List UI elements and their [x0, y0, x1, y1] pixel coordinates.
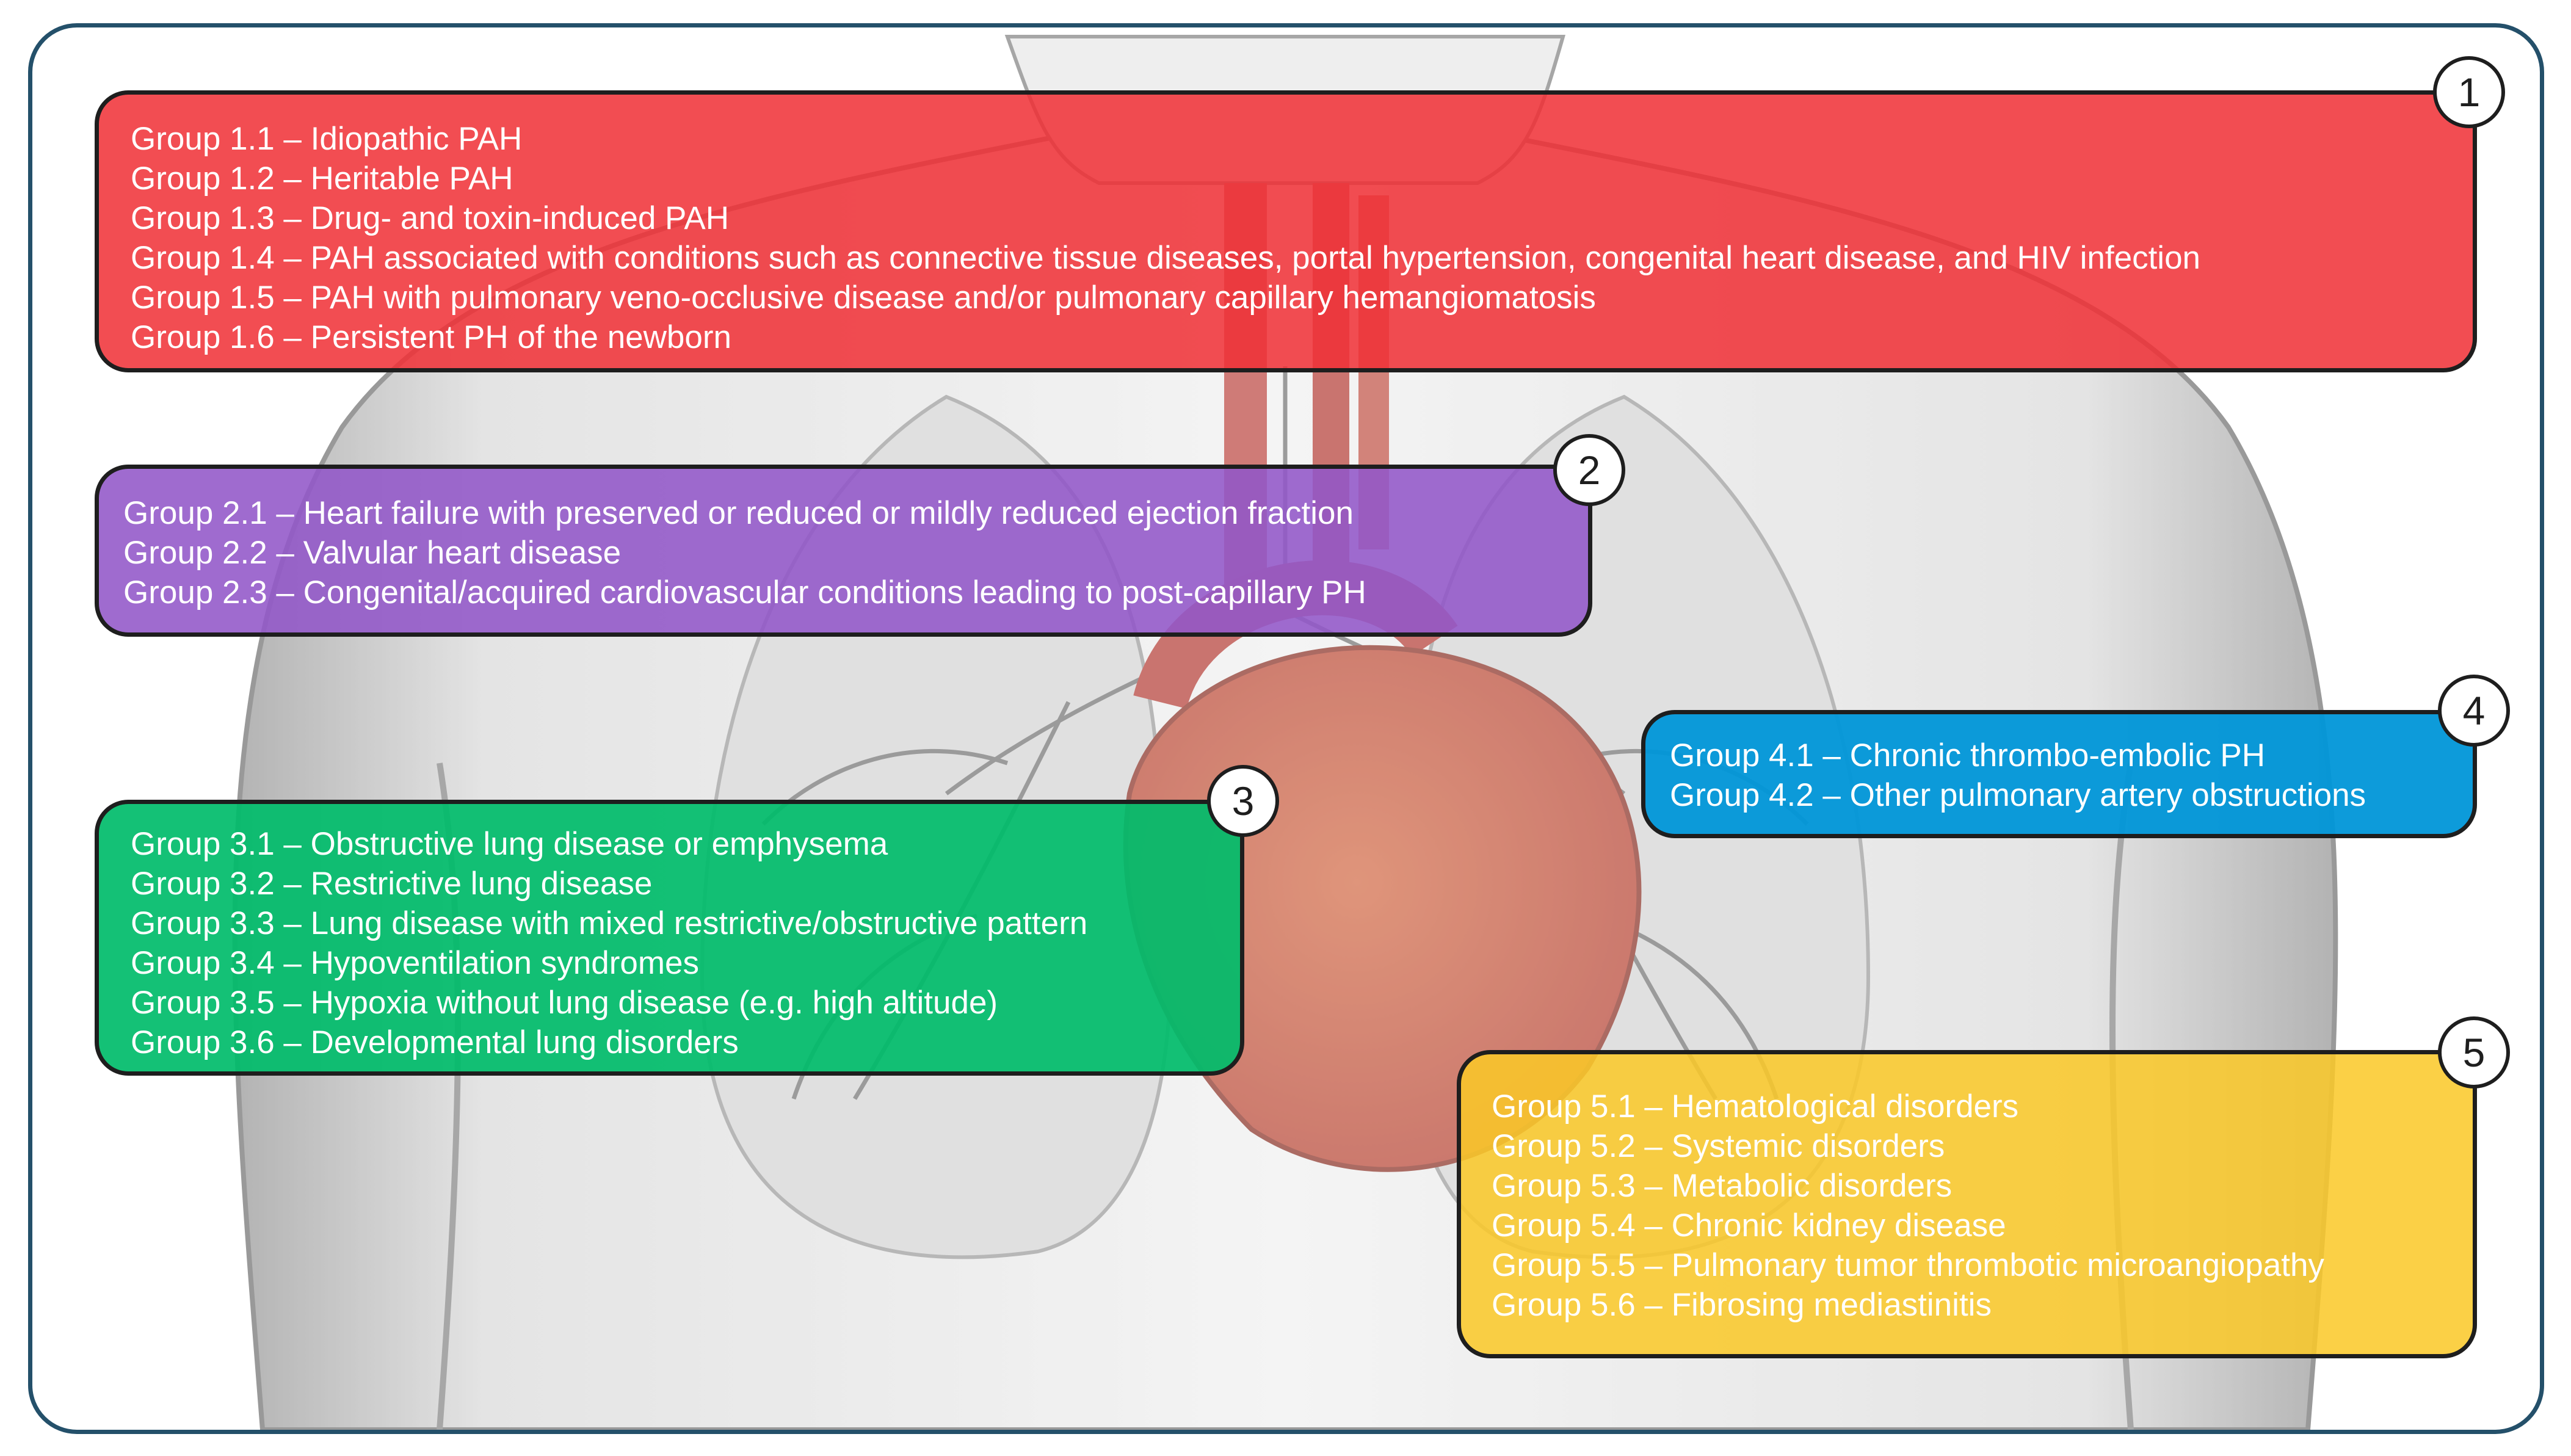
group-1-item: Group 1.6 – Persistent PH of the newborn	[131, 319, 731, 355]
group-4-number-badge: 4	[2438, 675, 2510, 747]
group-5-box: Group 5.1 – Hematological disorders Grou…	[1457, 1050, 2477, 1358]
group-5-item: Group 5.5 – Pulmonary tumor thrombotic m…	[1492, 1247, 2324, 1283]
group-3-item: Group 3.1 – Obstructive lung disease or …	[131, 826, 888, 862]
group-5-item: Group 5.4 – Chronic kidney disease	[1492, 1208, 2006, 1244]
group-5-item: Group 5.2 – Systemic disorders	[1492, 1128, 1945, 1164]
group-3-item: Group 3.4 – Hypoventilation syndromes	[131, 945, 699, 981]
group-3-item: Group 3.6 – Developmental lung disorders	[131, 1024, 739, 1060]
group-1-box: Group 1.1 – Idiopathic PAH Group 1.2 – H…	[95, 90, 2477, 372]
group-5-number-badge: 5	[2438, 1016, 2510, 1088]
group-1-item: Group 1.3 – Drug- and toxin-induced PAH	[131, 200, 730, 236]
group-2-item: Group 2.3 – Congenital/acquired cardiova…	[123, 574, 1366, 610]
group-1-number-badge: 1	[2433, 56, 2505, 128]
group-2-number-badge: 2	[1553, 434, 1625, 506]
group-2-item: Group 2.1 – Heart failure with preserved…	[123, 495, 1354, 531]
group-1-item: Group 1.5 – PAH with pulmonary veno-occl…	[131, 280, 1596, 316]
group-1-item: Group 1.2 – Heritable PAH	[131, 161, 513, 197]
group-3-box: Group 3.1 – Obstructive lung disease or …	[95, 800, 1244, 1076]
group-4-item: Group 4.2 – Other pulmonary artery obstr…	[1670, 777, 2366, 813]
group-3-item: Group 3.3 – Lung disease with mixed rest…	[131, 905, 1088, 941]
group-4-item: Group 4.1 – Chronic thrombo-embolic PH	[1670, 737, 2266, 773]
group-2-item: Group 2.2 – Valvular heart disease	[123, 535, 622, 571]
group-2-box: Group 2.1 – Heart failure with preserved…	[95, 465, 1592, 637]
group-5-item: Group 5.3 – Metabolic disorders	[1492, 1168, 1953, 1204]
group-3-item: Group 3.5 – Hypoxia without lung disease…	[131, 985, 998, 1021]
group-4-box: Group 4.1 – Chronic thrombo-embolic PH G…	[1641, 710, 2477, 838]
group-5-item: Group 5.1 – Hematological disorders	[1492, 1088, 2019, 1125]
group-1-item: Group 1.4 – PAH associated with conditio…	[131, 240, 2201, 276]
group-1-item: Group 1.1 – Idiopathic PAH	[131, 121, 523, 157]
group-3-number-badge: 3	[1207, 765, 1279, 837]
group-3-item: Group 3.2 – Restrictive lung disease	[131, 866, 653, 902]
group-5-item: Group 5.6 – Fibrosing mediastinitis	[1492, 1287, 1992, 1323]
